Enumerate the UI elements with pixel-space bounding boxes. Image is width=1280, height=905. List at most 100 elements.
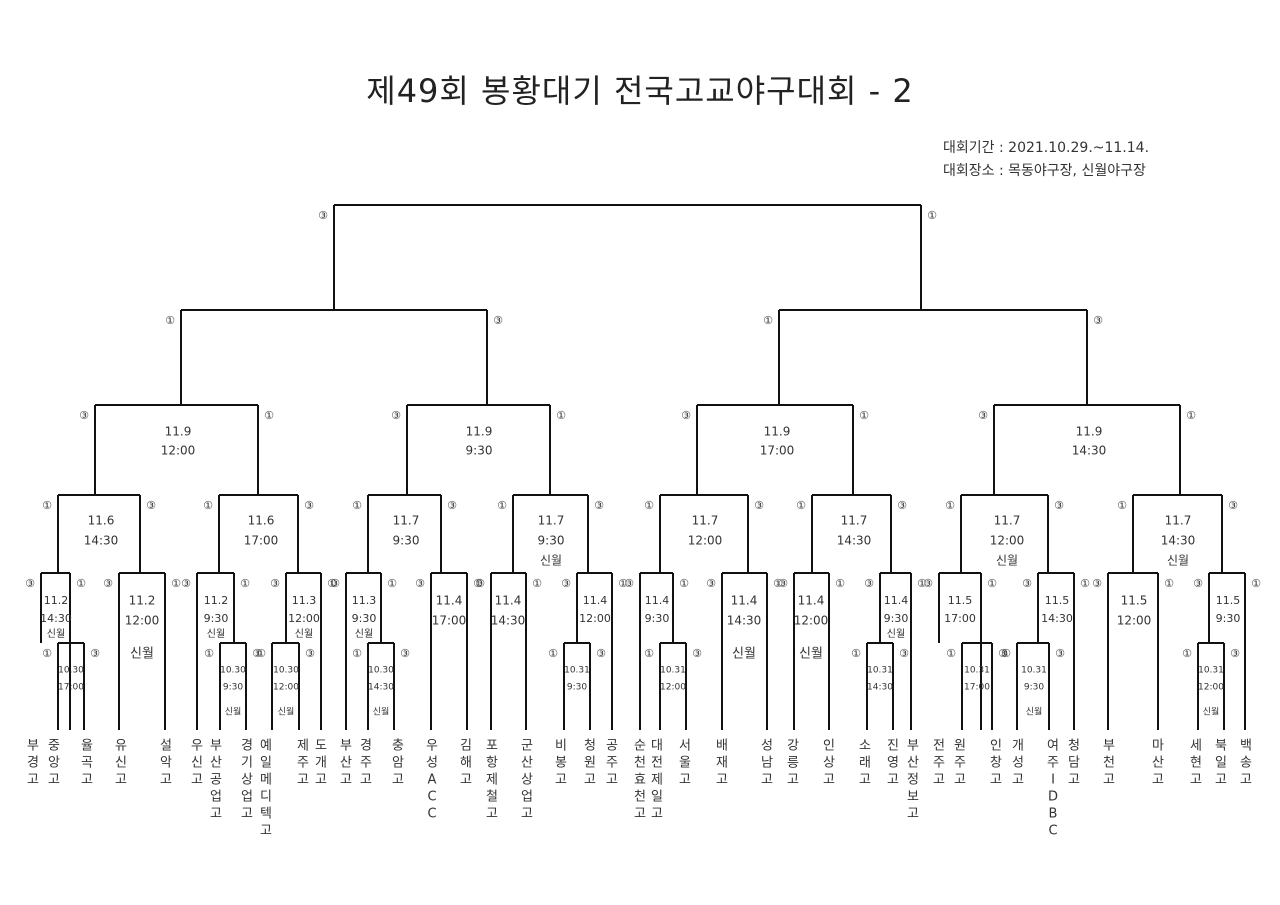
team-name-char: 업 bbox=[241, 790, 253, 805]
score-mark: ① bbox=[165, 314, 175, 327]
team-name-char: 고 bbox=[787, 773, 799, 788]
score-mark: ③ bbox=[103, 577, 113, 590]
team-name-char: 전 bbox=[651, 756, 663, 771]
team-name-char: 상 bbox=[241, 773, 253, 788]
match-date: 11.7 bbox=[692, 514, 719, 528]
score-mark: ③ bbox=[25, 577, 35, 590]
score-mark: ① bbox=[264, 409, 274, 422]
match-time: 14:30 bbox=[84, 534, 119, 548]
team-name-char: 개 bbox=[315, 756, 327, 771]
match-venue: 신월 bbox=[887, 628, 905, 640]
team-name-char: 제 bbox=[651, 773, 663, 788]
team-name-char: 공 bbox=[606, 739, 618, 754]
score-mark: ③ bbox=[923, 577, 933, 590]
team-name-char: 고 bbox=[191, 773, 203, 788]
team-name-char: 정 bbox=[907, 773, 919, 788]
team-name-char: 개 bbox=[1012, 739, 1024, 754]
team-name-char: 영 bbox=[887, 756, 899, 771]
team-name-char: B bbox=[1049, 807, 1058, 822]
score-mark: ① bbox=[240, 577, 250, 590]
match-date: 10.31 bbox=[867, 666, 893, 676]
team-name-char: 여 bbox=[1047, 739, 1059, 754]
team-name-char: 우 bbox=[426, 739, 438, 754]
score-mark: ① bbox=[851, 647, 861, 660]
team-name-char: 주 bbox=[606, 756, 618, 771]
score-mark: ③ bbox=[79, 409, 89, 422]
team-name-char: 주 bbox=[933, 756, 945, 771]
period-label: 대회기간 bbox=[943, 140, 995, 156]
team-name-char: 제 bbox=[297, 739, 309, 754]
team-name-char: C bbox=[427, 790, 436, 805]
match-date: 11.9 bbox=[466, 425, 493, 439]
team-name-char: 원 bbox=[584, 756, 596, 771]
score-mark: ③ bbox=[978, 409, 988, 422]
team-name-char: 업 bbox=[521, 790, 533, 805]
score-mark: ① bbox=[859, 409, 869, 422]
team-name-char: 고 bbox=[1152, 773, 1164, 788]
period-value: 2021.10.29.~11.14. bbox=[1008, 140, 1150, 156]
score-mark: ③ bbox=[706, 577, 716, 590]
match-time: 14:30 bbox=[727, 614, 762, 628]
team-name-char: 부 bbox=[27, 739, 39, 754]
team-name-char: 고 bbox=[486, 807, 498, 822]
match-time: 17:00 bbox=[432, 614, 467, 628]
match-time: 9:30 bbox=[538, 534, 565, 548]
match-time: 14:30 bbox=[40, 612, 72, 625]
score-mark: ③ bbox=[1193, 577, 1203, 590]
match-time: 9:30 bbox=[1024, 683, 1044, 693]
team-name-char: 고 bbox=[716, 773, 728, 788]
score-mark: ③ bbox=[415, 577, 425, 590]
team-name-char: 순 bbox=[634, 739, 646, 754]
score-mark: ③ bbox=[1092, 577, 1102, 590]
team-name-char: 암 bbox=[392, 756, 404, 771]
score-mark: ③ bbox=[400, 647, 410, 660]
match-date: 10.31 bbox=[1198, 666, 1224, 676]
match-time: 9:30 bbox=[204, 612, 229, 625]
match-time: 12:00 bbox=[660, 683, 686, 693]
team-name-char: 중 bbox=[48, 739, 60, 754]
team-name-char: 고 bbox=[651, 807, 663, 822]
score-mark: ③ bbox=[318, 209, 328, 222]
match-time: 12:00 bbox=[1117, 614, 1152, 628]
match-time: 12:00 bbox=[1198, 683, 1224, 693]
team-name-char: 청 bbox=[1068, 739, 1080, 754]
score-mark: ③ bbox=[475, 577, 485, 590]
match-date: 11.7 bbox=[994, 514, 1021, 528]
match-date: 11.4 bbox=[583, 594, 608, 607]
score-mark: ③ bbox=[146, 499, 156, 512]
team-name-char: C bbox=[427, 807, 436, 822]
team-name-char: 효 bbox=[634, 773, 646, 788]
match-time: 9:30 bbox=[1216, 612, 1241, 625]
score-mark: ① bbox=[618, 577, 628, 590]
team-name-char: 보 bbox=[907, 790, 919, 805]
score-mark: ① bbox=[171, 577, 181, 590]
team-name-char: 기 bbox=[241, 756, 253, 771]
score-mark: ① bbox=[773, 577, 783, 590]
team-name-char: 율 bbox=[81, 739, 93, 754]
team-name-char: 고 bbox=[606, 773, 618, 788]
match-date: 11.9 bbox=[1076, 425, 1103, 439]
match-venue: 신월 bbox=[278, 706, 295, 718]
team-name-char: 주 bbox=[954, 756, 966, 771]
team-name-char: 김 bbox=[460, 739, 472, 754]
team-name-char: 앙 bbox=[48, 756, 60, 771]
match-date: 11.4 bbox=[436, 594, 463, 608]
team-name-char: 고 bbox=[297, 773, 309, 788]
team-name-char: C bbox=[1048, 824, 1057, 839]
match-date: 10.31 bbox=[1021, 666, 1047, 676]
team-name-char: 강 bbox=[787, 739, 799, 754]
match-date: 11.4 bbox=[645, 594, 670, 607]
match-date: 11.9 bbox=[165, 425, 192, 439]
score-mark: ① bbox=[763, 314, 773, 327]
match-time: 9:30 bbox=[352, 612, 377, 625]
team-name-char: 경 bbox=[241, 739, 253, 754]
team-name-char: 유 bbox=[115, 739, 127, 754]
score-mark: ① bbox=[987, 577, 997, 590]
match-time: 12:00 bbox=[273, 683, 299, 693]
score-mark: ① bbox=[927, 209, 937, 222]
team-name-char: 고 bbox=[933, 773, 945, 788]
team-name-char: 군 bbox=[521, 739, 533, 754]
team-name-char: 고 bbox=[1012, 773, 1024, 788]
team-name-char: 악 bbox=[160, 756, 172, 771]
score-mark: ③ bbox=[90, 647, 100, 660]
